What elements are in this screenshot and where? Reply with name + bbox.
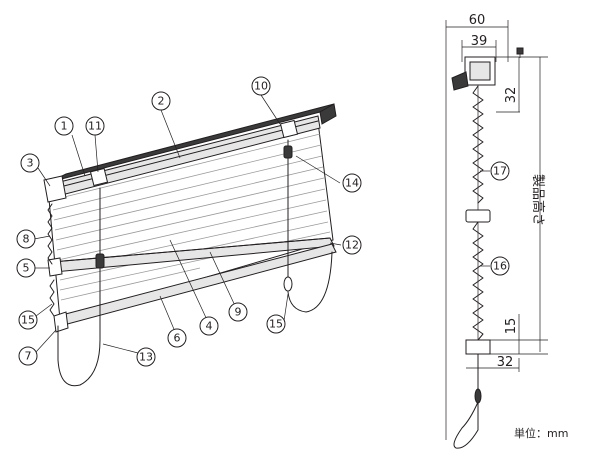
callout-15a-label: 15 bbox=[21, 314, 35, 327]
callout-15b-label: 15 bbox=[269, 318, 283, 331]
callout-2-label: 2 bbox=[158, 95, 165, 108]
head-end-cap bbox=[43, 175, 67, 203]
callout-10-label: 10 bbox=[254, 80, 268, 93]
dim-width-total: 60 bbox=[469, 13, 486, 28]
leader-lines bbox=[33, 94, 342, 354]
dim-width-head: 39 bbox=[471, 34, 488, 49]
callout-3: 3 bbox=[20, 153, 40, 173]
unit-label: 単位：mm bbox=[514, 426, 568, 440]
dim-product-height: 製品高さ bbox=[530, 174, 546, 226]
callout-2: 2 bbox=[151, 91, 171, 111]
operating-cords bbox=[57, 139, 333, 387]
perspective-view: 1 11 2 3 10 14 8 12 5 15 7 13 6 4 9 15 bbox=[16, 76, 362, 387]
callout-12-label: 12 bbox=[345, 239, 359, 252]
callout-12: 12 bbox=[342, 235, 362, 255]
callout-7-label: 7 bbox=[25, 350, 32, 363]
callout-9: 9 bbox=[228, 302, 248, 322]
callout-14-label: 14 bbox=[345, 177, 359, 190]
callout-1: 1 bbox=[54, 116, 74, 136]
callout-16-label: 16 bbox=[493, 260, 507, 273]
callout-6-label: 6 bbox=[174, 332, 181, 345]
callout-4-label: 4 bbox=[206, 320, 213, 333]
callout-17-label: 17 bbox=[493, 165, 507, 178]
callout-5-label: 5 bbox=[23, 262, 30, 275]
callout-10: 10 bbox=[251, 76, 271, 96]
callout-7: 7 bbox=[18, 346, 38, 366]
callout-8: 8 bbox=[16, 229, 36, 249]
callout-15a: 15 bbox=[18, 310, 38, 330]
callout-11: 11 bbox=[85, 116, 105, 136]
side-operating-cord bbox=[453, 353, 479, 449]
side-pleat-profile bbox=[47, 203, 55, 317]
callout-16: 16 bbox=[490, 256, 510, 276]
callout-15b: 15 bbox=[266, 314, 286, 334]
callout-3-label: 3 bbox=[27, 157, 34, 170]
side-middle-rail bbox=[465, 209, 491, 223]
callout-8-label: 8 bbox=[23, 233, 30, 246]
side-bottom-rail bbox=[465, 339, 491, 355]
callout-14: 14 bbox=[342, 173, 362, 193]
bracket-left bbox=[89, 167, 109, 187]
callout-17: 17 bbox=[490, 161, 510, 181]
dim-head-height: 32 bbox=[504, 87, 519, 104]
bottom-rail bbox=[53, 243, 337, 333]
bracket-right bbox=[279, 119, 299, 139]
callout-13-label: 13 bbox=[139, 351, 153, 364]
callout-13: 13 bbox=[136, 347, 156, 367]
callout-9-label: 9 bbox=[235, 306, 242, 319]
callout-4: 4 bbox=[199, 316, 219, 336]
side-view: 60 39 32 製品高さ 15 32 bbox=[445, 13, 568, 449]
callout-11-label: 11 bbox=[88, 120, 102, 133]
callout-6: 6 bbox=[167, 328, 187, 348]
dim-bottom-offset: 15 bbox=[504, 318, 519, 335]
callout-1-label: 1 bbox=[61, 120, 68, 133]
callout-5: 5 bbox=[16, 258, 36, 278]
side-cord-lock bbox=[451, 71, 469, 91]
dim-bottom-width: 32 bbox=[497, 355, 514, 370]
